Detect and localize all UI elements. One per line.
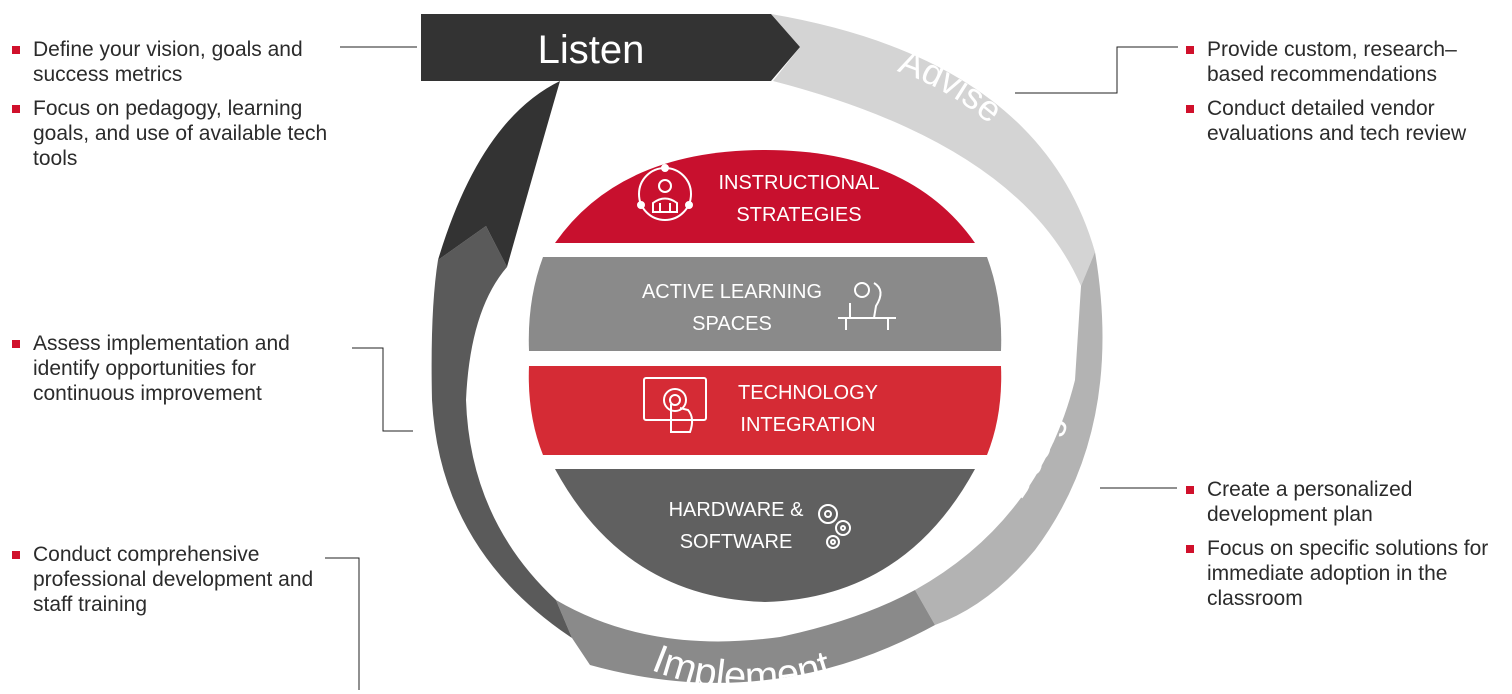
people-circle-icon — [637, 164, 693, 221]
instructional-label-line-1: INSTRUCTIONAL — [718, 172, 879, 194]
measure-segment — [431, 226, 572, 638]
implement-segment — [556, 590, 935, 683]
design-note-1: Create a personalized development plan — [1180, 477, 1510, 527]
touch-screen-icon — [643, 377, 707, 433]
listen-note-2: Focus on pedagogy, learning goals, and u… — [6, 96, 336, 171]
technology-label-line-1: TECHNOLOGY — [738, 382, 878, 404]
technology-label-line-2: INTEGRATION — [740, 414, 875, 436]
advise-connector — [1015, 46, 1178, 94]
desk-person-icon — [838, 282, 896, 330]
advise-notes: Provide custom, research–based recommend… — [1180, 37, 1510, 155]
implement-note-1: Conduct comprehensive professional devel… — [6, 542, 346, 617]
listen-tail-segment — [438, 81, 560, 267]
band-technology — [528, 366, 1002, 455]
active-label-line-2: SPACES — [692, 313, 772, 335]
band-hardware — [555, 469, 975, 602]
advise-note-1: Provide custom, research–based recommend… — [1180, 37, 1510, 87]
band-instructional — [555, 150, 975, 243]
active-label-line-1: ACTIVE LEARNING — [642, 281, 822, 303]
measure-connector — [352, 347, 413, 432]
advise-note-2: Conduct detailed vendor evaluations and … — [1180, 96, 1510, 146]
gears-icon — [818, 504, 851, 549]
stage-label-listen: Listen — [538, 28, 645, 72]
instructional-label-line-2: STRATEGIES — [736, 204, 861, 226]
listen-notes: Define your vision, goals and success me… — [6, 37, 336, 180]
design-notes: Create a personalized development plan F… — [1180, 477, 1510, 620]
hardware-label-line-2: SOFTWARE — [680, 531, 793, 553]
measure-note-1: Assess implementation and identify oppor… — [6, 331, 346, 406]
design-note-2: Focus on specific solutions for immediat… — [1180, 536, 1510, 611]
hardware-label-line-1: HARDWARE & — [669, 499, 804, 521]
implement-notes: Conduct comprehensive professional devel… — [6, 542, 346, 626]
measure-notes: Assess implementation and identify oppor… — [6, 331, 346, 415]
connector-lines — [325, 46, 1178, 690]
listen-note-1: Define your vision, goals and success me… — [6, 37, 336, 87]
band-active-learning — [528, 257, 1002, 351]
advise-segment — [771, 14, 1095, 286]
design-segment — [915, 252, 1103, 625]
implement-connector — [325, 557, 360, 690]
outer-ring — [421, 14, 1103, 683]
listen-banner — [421, 14, 800, 81]
